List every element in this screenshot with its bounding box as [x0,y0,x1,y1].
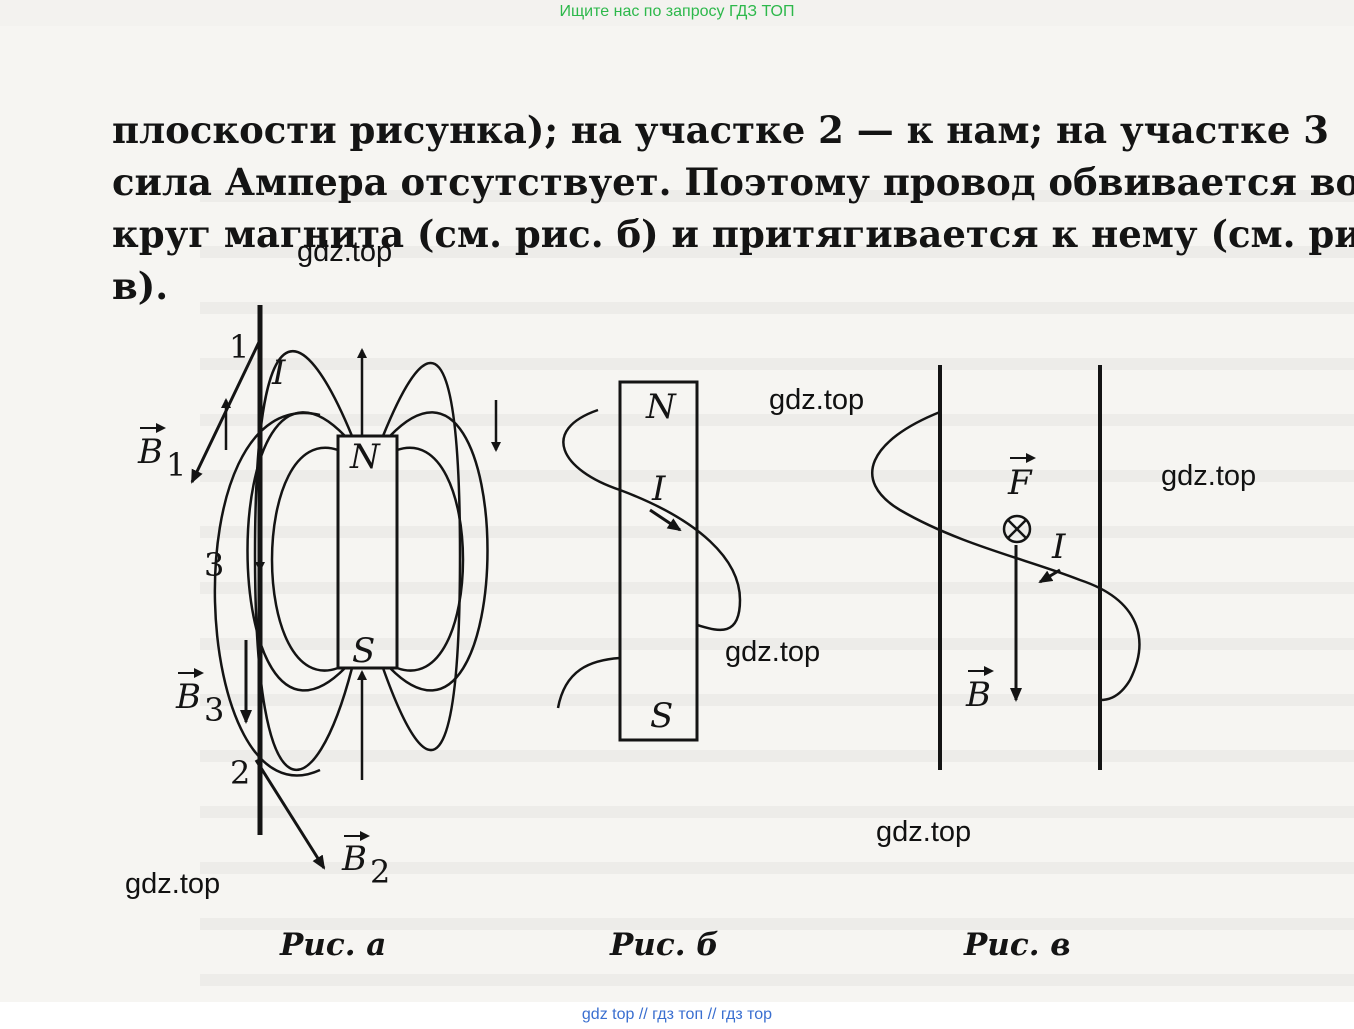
vector-b1 [190,339,262,484]
svg-text:3: 3 [204,691,224,729]
label-b2: B 2 [341,831,390,891]
text-line-2: сила Ампера отсутствует. Поэтому провод … [112,160,1354,204]
label-s: S [352,631,375,671]
bar-magnet [336,434,399,670]
label-current: I [1051,527,1066,567]
label-segment-1: 1 [229,328,249,366]
watermark: gdz.top [876,816,971,848]
watermark: gdz.top [297,236,392,268]
top-banner[interactable]: Ищите нас по запросу ГДЗ ТОП [559,3,795,20]
label-current: I [651,469,666,509]
caption-figure-b: Рис. б [609,927,719,963]
figure-a [190,305,501,870]
watermark: gdz.top [769,384,864,416]
current-arrow [1038,568,1061,584]
bottom-banner[interactable]: gdz top // гдз топ // гдз тор [0,1002,1354,1029]
textbook-page: плоскости рисунка); на участке 2 — к нам… [0,26,1354,1026]
label-s: S [650,696,673,736]
figure-c [871,365,1141,770]
label-segment-3: 3 [204,546,224,584]
show-through-text [200,146,1354,1026]
bar-magnet [618,380,699,742]
watermark: gdz.top [125,868,220,900]
circle-cross-icon [1002,514,1032,544]
text-line-1: плоскости рисунка); на участке 2 — к нам… [112,108,1330,152]
vector-b2 [254,759,326,870]
wire-coil [562,408,742,632]
label-n: N [645,387,677,427]
field-line [389,411,489,692]
field-line [253,349,354,772]
current-arrow [649,508,682,532]
figure-b [556,380,742,742]
label-b3: B 3 [175,668,224,729]
field-line [381,361,462,752]
svg-text:1: 1 [166,446,186,484]
field-line [213,411,321,777]
svg-text:F: F [1007,463,1033,503]
field-line [396,446,465,672]
svg-text:B: B [175,677,201,717]
label-f: F [1007,453,1036,503]
wire-end [556,656,621,709]
svg-text:2: 2 [370,853,390,891]
field-line [270,446,339,672]
wire-coil [871,410,1141,702]
watermark: gdz.top [725,636,820,668]
label-current: I [271,353,286,393]
caption-figure-c: Рис. в [963,927,1071,963]
caption-figure-a: Рис. а [279,927,386,963]
figures: N S I 1 3 2 B 1 B 3 B 2 Рис. а N S I Рис… [125,236,1256,963]
label-n: N [349,437,381,477]
text-line-4: в). [112,264,169,308]
text-line-3: круг магнита (см. рис. б) и притягиваетс… [112,212,1354,256]
label-segment-2: 2 [230,754,250,792]
watermark: gdz.top [1161,460,1256,492]
svg-text:B: B [341,839,367,879]
label-b1: B 1 [137,423,186,484]
label-b: B [965,666,994,715]
svg-text:B: B [137,432,163,472]
svg-text:B: B [965,675,991,715]
